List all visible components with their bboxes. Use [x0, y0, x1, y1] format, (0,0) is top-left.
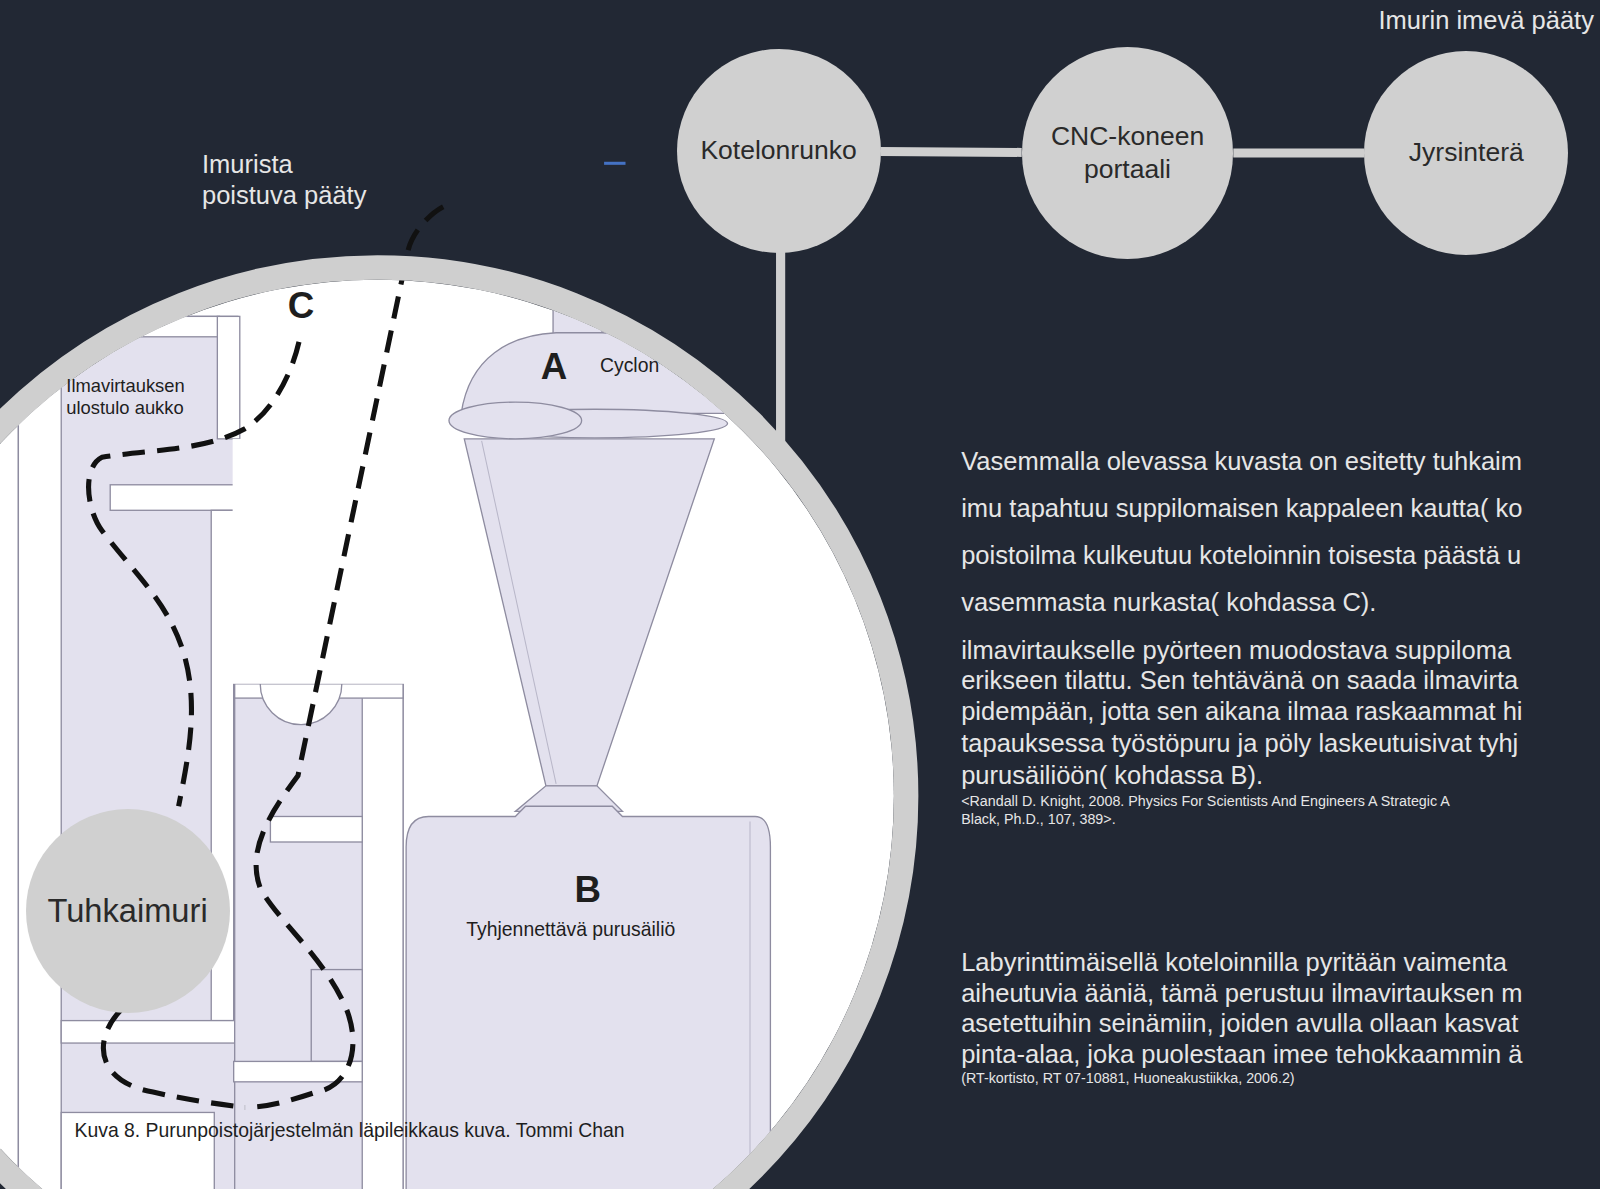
callout-letter: A — [541, 345, 568, 389]
accent-dash — [604, 162, 625, 165]
body-text-line: Labyrinttimäisellä koteloinnilla pyritää… — [961, 947, 1507, 978]
body-text-line: pinta-alaa, joka puolestaan imee tehokka… — [961, 1039, 1522, 1070]
body-text-line: erikseen tilattu. Sen tehtävänä on saada… — [961, 665, 1518, 696]
citation-line: <Randall D. Knight, 2008. Physics For Sc… — [961, 793, 1450, 810]
citation-line: (RT-kortisto, RT 07-10881, Huoneakustiik… — [961, 1070, 1294, 1087]
node-label: CNC-koneen portaali — [1040, 120, 1216, 186]
node-label: Jyrsinterä — [1409, 136, 1524, 169]
circle-node: Kotelonrunko — [677, 49, 881, 253]
end-label: Imurin imevä pääty — [1379, 5, 1594, 36]
callout-letter: B — [575, 868, 602, 912]
body-text-line: asetettuihin seinämiin, joiden avulla ol… — [961, 1008, 1518, 1039]
airflow-path — [245, 199, 599, 1107]
circle-node: Jyrsinterä — [1364, 51, 1568, 255]
body-text-line: purusäiliöön( kohdassa B). — [961, 760, 1263, 791]
body-text-line: Vasemmalla olevassa kuvasta on esitetty … — [961, 446, 1522, 477]
part-label: Cyclon — [600, 354, 659, 377]
connector-line — [1233, 149, 1364, 158]
body-text-line: vasemmasta nurkasta( kohdassa C). — [961, 587, 1376, 618]
connector-line — [881, 147, 1022, 157]
body-text-line: poistoilma kulkeutuu koteloinnin toisest… — [961, 540, 1521, 571]
part-label: Ilmavirtauksen ulostulo aukko — [66, 375, 209, 419]
node-label: Tuhkaimuri — [47, 891, 207, 932]
part-label: Tyhjennettävä purusäiliö — [466, 918, 675, 941]
frame-ring — [0, 267, 906, 1189]
body-text-line: ilmavirtaukselle pyörteen muodostava sup… — [961, 635, 1511, 666]
citation-line: Black, Ph.D., 107, 389>. — [961, 811, 1115, 828]
circle-node: CNC-koneen portaali — [1022, 47, 1234, 259]
airflow-path — [103, 1010, 245, 1107]
body-text-line: pidempään, jotta sen aikana ilmaa raskaa… — [961, 696, 1522, 727]
figure-caption: Kuva 8. Purunpoistojärjestelmän läpileik… — [75, 1119, 625, 1142]
node-label: Kotelonrunko — [700, 134, 856, 167]
body-text-line: tapauksessa työstöpuru ja pöly laskeutui… — [961, 728, 1518, 759]
body-text-line: imu tapahtuu suppilomaisen kappaleen kau… — [961, 493, 1522, 524]
end-label: Imurista poistuva pääty — [202, 149, 388, 210]
circle-node: Tuhkaimuri — [26, 809, 230, 1013]
airflow-path — [408, 204, 449, 250]
callout-letter: C — [288, 284, 315, 328]
link-line — [776, 251, 785, 441]
body-text-line: aiheutuvia ääniä, tämä perustuu ilmavirt… — [961, 978, 1522, 1009]
cad-drawing — [0, 0, 1020, 1189]
